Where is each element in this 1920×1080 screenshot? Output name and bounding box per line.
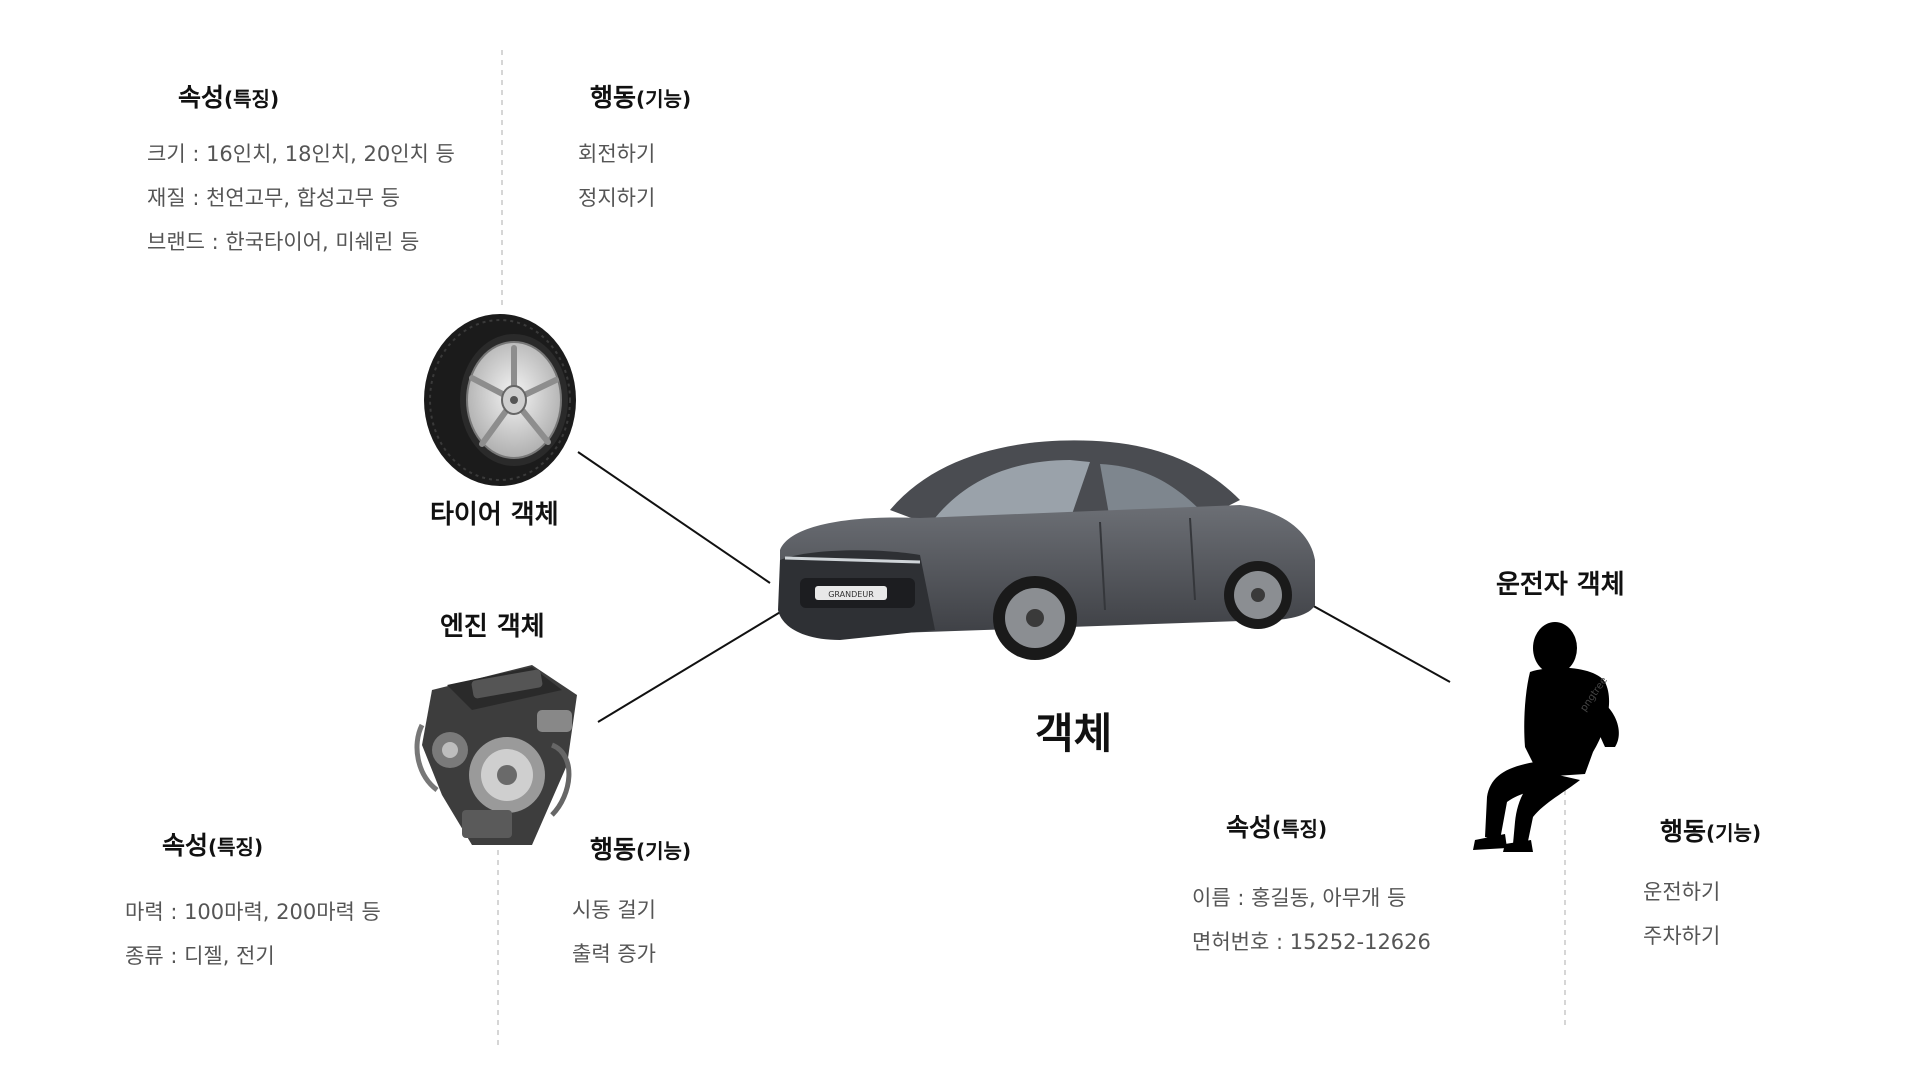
tire-attr-heading: 속성(특징) xyxy=(178,83,280,112)
car-image: GRANDEUR xyxy=(778,440,1315,660)
engine-beh-list: 시동 걸기 출력 증가 xyxy=(572,888,656,976)
tire-attr-list: 크기 : 16인치, 18인치, 20인치 등 재질 : 천연고무, 합성고무 … xyxy=(147,132,455,264)
car-label: 객체 xyxy=(1035,709,1113,758)
engine-label: 엔진 객체 xyxy=(440,612,545,642)
engine-beh-output: 출력 증가 xyxy=(572,942,656,966)
driver-attr-license: 면허번호 : 15252-12626 xyxy=(1192,930,1431,954)
driver-beh-drive: 운전하기 xyxy=(1643,880,1721,904)
car-plate-text: GRANDEUR xyxy=(828,590,874,599)
driver-attr-name: 이름 : 홍길동, 아무개 등 xyxy=(1192,886,1407,910)
tire-attr-brand: 브랜드 : 한국타이어, 미쉐린 등 xyxy=(147,230,420,254)
engine-image xyxy=(414,665,577,845)
engine-beh-start: 시동 걸기 xyxy=(572,898,656,922)
engine-attr-type: 종류 : 디젤, 전기 xyxy=(125,944,275,968)
engine-attr-list: 마력 : 100마력, 200마력 등 종류 : 디젤, 전기 xyxy=(125,890,381,978)
driver-attr-list: 이름 : 홍길동, 아무개 등 면허번호 : 15252-12626 xyxy=(1192,876,1431,964)
driver-silhouette: pngtree xyxy=(1473,622,1619,852)
tire-beh-stop: 정지하기 xyxy=(578,186,656,210)
engine-attr-heading: 속성(특징) xyxy=(162,831,264,860)
driver-attr-heading: 속성(특징) xyxy=(1226,813,1328,842)
driver-beh-list: 운전하기 주차하기 xyxy=(1643,870,1720,958)
engine-attr-power: 마력 : 100마력, 200마력 등 xyxy=(125,900,381,924)
driver-beh-park: 주차하기 xyxy=(1643,924,1721,948)
tire-beh-heading: 행동(기능) xyxy=(590,83,692,112)
driver-label: 운전자 객체 xyxy=(1496,570,1625,600)
driver-beh-heading: 행동(기능) xyxy=(1660,817,1762,846)
tire-attr-material: 재질 : 천연고무, 합성고무 등 xyxy=(147,186,400,210)
engine-beh-heading: 행동(기능) xyxy=(590,835,692,864)
tire-beh-rotate: 회전하기 xyxy=(578,142,656,166)
tire-beh-list: 회전하기 정지하기 xyxy=(578,132,655,220)
tire-attr-size: 크기 : 16인치, 18인치, 20인치 등 xyxy=(147,142,455,166)
tire-image xyxy=(424,314,576,486)
tire-connector xyxy=(577,451,771,584)
tire-label: 타이어 객체 xyxy=(430,500,559,530)
